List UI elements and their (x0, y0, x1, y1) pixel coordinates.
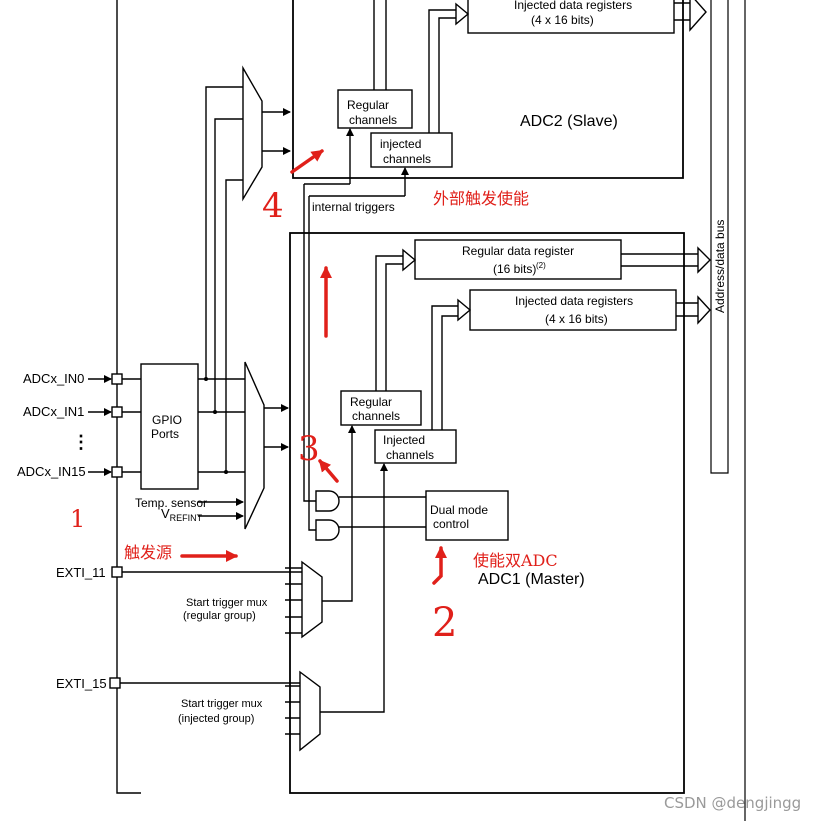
and-gate-lower (315, 519, 340, 541)
master-injected-label-1: Injected (383, 433, 425, 447)
gpio-wire-0 (198, 86, 245, 380)
watermark: CSDN @dengjingg (664, 794, 801, 812)
gpio-wire-15 (198, 179, 245, 473)
dual-mode-box (425, 490, 509, 541)
annotation-num-4: 4 (262, 186, 284, 226)
adc1-frame (289, 232, 685, 794)
pin-exti11 (111, 566, 123, 578)
dual-mode-label-1: Dual mode (430, 503, 488, 517)
gpio-label-2: Ports (151, 427, 179, 441)
red-arrow-dual (432, 546, 447, 585)
in1-label: ADCx_IN1 (23, 404, 84, 419)
vref-label: VREFINT (161, 506, 203, 523)
master-regular-channels-box (340, 390, 422, 426)
internal-triggers-label: internal triggers (312, 200, 395, 214)
mux-regular-label-1: Start trigger mux (186, 597, 268, 609)
right-bus (710, 0, 729, 474)
slave-injected-label-1: injected (380, 137, 421, 151)
slave-regular-label-2: channels (349, 113, 397, 127)
gpio-box (140, 363, 199, 490)
reg-data-note: (2) (536, 261, 546, 270)
red-arrow-3 (318, 459, 339, 483)
slave-regular-channels-box (337, 89, 413, 129)
left-bus-line (116, 0, 141, 794)
gpio-wire-1 (198, 118, 245, 413)
dual-mode-label-2: control (433, 517, 469, 531)
annotation-trigger-source: 触发源 (124, 543, 172, 562)
slave-inj-data-label-1: Injected data registers (514, 0, 632, 12)
pin-in15 (111, 466, 123, 478)
inj-data-label-1: Injected data registers (515, 294, 633, 308)
mux-regular-label-2: (regular group) (183, 610, 256, 622)
annotation-enable-dual-adc: 使能双ADC (473, 551, 558, 570)
master-injected-channels-box (374, 429, 457, 464)
slave-injected-channels-box (370, 132, 453, 168)
red-arrow-4 (290, 149, 324, 174)
address-bus-label: Address/data bus (713, 220, 727, 313)
regular-trigger-mux (301, 560, 323, 639)
injected-trigger-mux (299, 670, 321, 752)
annotation-external-trigger: 外部触发使能 (433, 189, 529, 208)
exti11-label: EXTI_11 (56, 565, 106, 580)
slave-injected-label-2: channels (383, 152, 431, 166)
inj-data-label-2: (4 x 16 bits) (545, 312, 608, 326)
adc2-label: ADC2 (Slave) (520, 113, 618, 130)
mux-injected-label-2: (injected group) (178, 713, 254, 725)
annotation-num-1-left: 1 (70, 505, 85, 533)
reg-data-label-1: Regular data register (462, 244, 574, 258)
mux-injected-label-1: Start trigger mux (181, 698, 263, 710)
gpio-label-1: GPIO (152, 413, 182, 427)
adc2-frame (292, 0, 684, 179)
pin-in0 (111, 373, 123, 385)
and-gate-upper (315, 490, 340, 512)
annotation-num-2: 2 (432, 600, 457, 646)
adc1-analog-mux (244, 361, 265, 530)
adc1-label: ADC1 (Master) (478, 571, 585, 588)
exti15-label: EXTI_15 (56, 676, 107, 691)
adc2-analog-mux (242, 65, 263, 202)
master-regular-label-2: channels (352, 409, 400, 423)
pin-exti15 (109, 677, 121, 689)
slave-inj-data-label-2: (4 x 16 bits) (531, 13, 594, 27)
in0-label: ADCx_IN0 (23, 371, 84, 386)
annotation-num-3: 3 (298, 429, 320, 469)
reg-data-label-2: (16 bits) (493, 262, 536, 276)
in15-label: ADCx_IN15 (17, 464, 86, 479)
master-regular-label-1: Regular (350, 395, 392, 409)
master-injected-label-2: channels (386, 448, 434, 462)
temp-sensor-label: Temp. sensor (135, 496, 207, 510)
slave-regular-label-1: Regular (347, 98, 389, 112)
pin-in1 (111, 406, 123, 418)
dots-label: ⋮ (72, 432, 90, 452)
